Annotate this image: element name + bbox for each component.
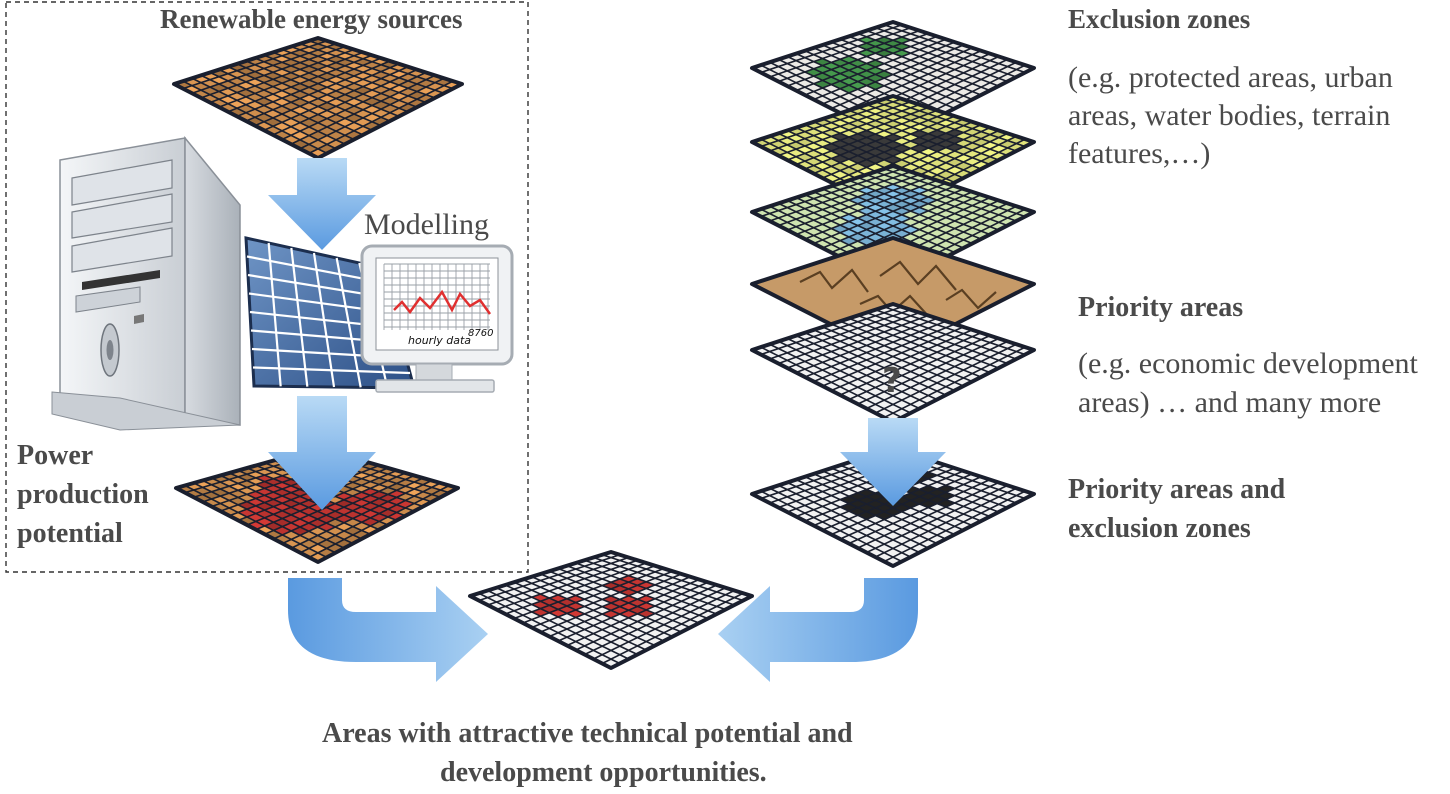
label-exclusion-desc-2: areas, water bodies, terrain [1068,99,1391,132]
layer-result [468,550,754,670]
label-combined-1: Priority areas and [1068,474,1286,505]
monitor-icon: hourly data 8760 [360,244,514,393]
monitor-caption: hourly data [408,334,471,347]
layer-protected-areas [750,20,1036,142]
layer-renewable-sources [172,36,464,160]
question-mark: ? [882,361,902,401]
dashed-frame [5,1,529,573]
arrow-down-modelling [268,396,376,510]
label-result-1: Areas with attractive technical potentia… [322,718,853,749]
label-exclusion-desc-1: (e.g. protected areas, urban [1068,61,1393,94]
u-arrow-left [288,578,488,682]
label-power-line-1: Power [17,440,94,471]
label-modelling: Modelling [364,208,489,241]
monitor-number: 8760 [468,328,493,339]
layer-power-potential [174,446,460,564]
label-renewable-sources: Renewable energy sources [160,4,463,34]
u-arrow-right [718,578,918,682]
label-priority-desc-1: (e.g. economic development [1078,347,1418,380]
layer-priority-areas [750,302,1036,424]
layer-urban-areas [750,94,1036,216]
label-priority-title: Priority areas [1078,292,1244,323]
arrow-down-layers [840,418,946,506]
arrow-down-sources [268,158,376,250]
label-power-line-3: potential [17,518,123,549]
computer-tower-icon [51,135,241,431]
label-result-2: development opportunities. [440,757,767,788]
hourly-data-line [393,289,492,315]
label-exclusion-title: Exclusion zones [1068,4,1251,34]
label-combined-2: exclusion zones [1068,513,1251,544]
label-exclusion-desc-3: features,…) [1068,137,1211,170]
label-power-line-2: production [17,479,149,510]
label-priority-desc-2: areas) … and many more [1078,386,1382,419]
